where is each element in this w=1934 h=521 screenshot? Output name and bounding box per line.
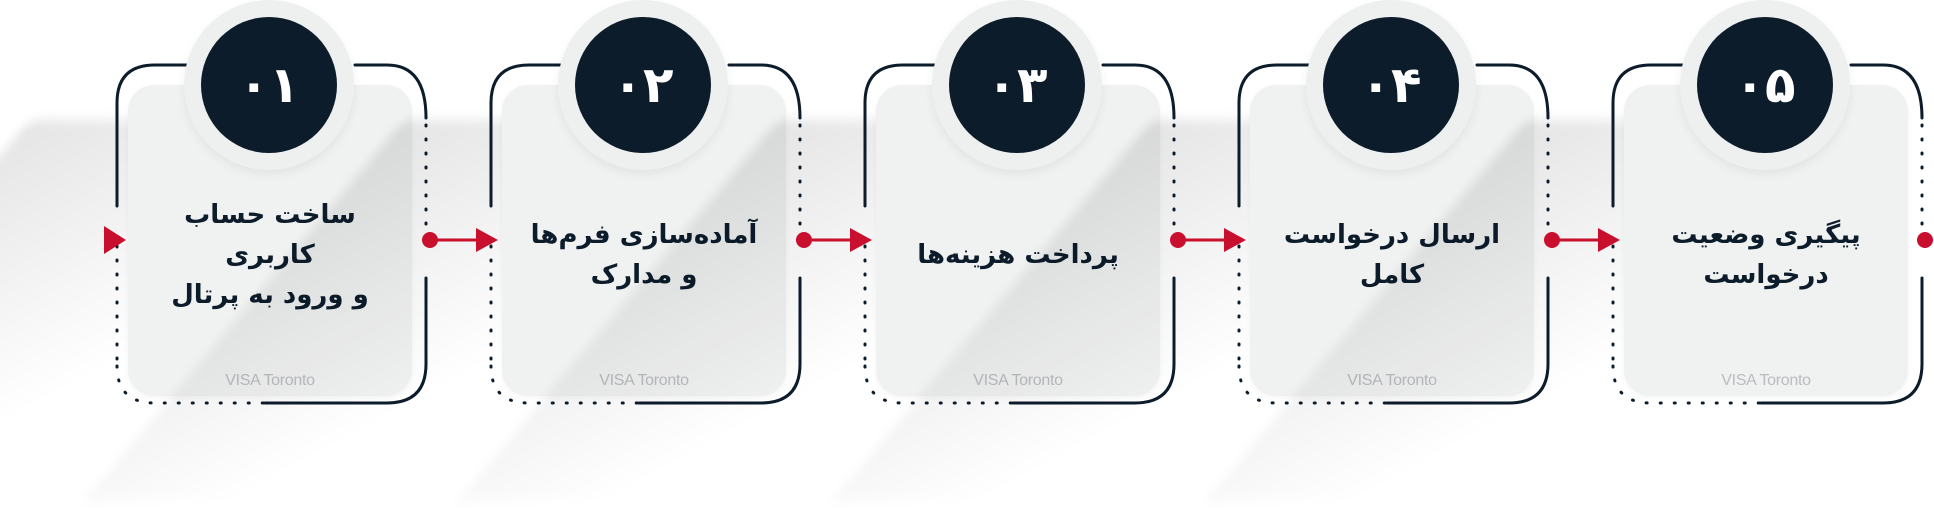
card-frame bbox=[1237, 63, 1550, 405]
step-title: آماده‌سازی فرم‌ها و مدارک bbox=[530, 220, 758, 290]
dot-icon bbox=[1917, 232, 1933, 248]
watermark-logo: VISA Toronto bbox=[1250, 372, 1534, 390]
watermark-logo: VISA Toronto bbox=[128, 372, 412, 390]
right-arrow-icon bbox=[422, 228, 498, 252]
step-card-4: ۰۴ ارسال درخواست کامل VISA Toronto bbox=[833, 0, 1562, 521]
right-arrow-icon bbox=[796, 228, 872, 252]
step-number-ring: ۰۱ bbox=[184, 0, 354, 170]
watermark-logo: VISA Toronto bbox=[876, 372, 1160, 390]
step-title: ساخت حساب کاربری و ورود به پرتال bbox=[171, 200, 369, 310]
step-card-5: ۰۵ پیگیری وضعیت درخواست VISA Toronto bbox=[1207, 0, 1934, 521]
step-number-ring: ۰۳ bbox=[932, 0, 1102, 170]
card-frame bbox=[115, 63, 428, 405]
right-arrow-icon bbox=[1544, 228, 1620, 252]
step-number-badge: ۰۵ bbox=[1697, 17, 1833, 153]
card-frame bbox=[863, 63, 1176, 405]
step-card-2: ۰۲ آماده‌سازی فرم‌ها و مدارک VISA Toront… bbox=[85, 0, 814, 521]
step-number-ring: ۰۴ bbox=[1306, 0, 1476, 170]
triangle-pointer-icon bbox=[104, 226, 126, 254]
step-number-ring: ۰۵ bbox=[1680, 0, 1850, 170]
watermark-logo: VISA Toronto bbox=[1721, 372, 1811, 389]
step-number-badge: ۰۱ bbox=[201, 17, 337, 153]
step-card-1: ۰۱ ساخت حساب کاربری و ورود به پرتال VISA… bbox=[0, 0, 440, 521]
watermark-logo: VISA Toronto bbox=[502, 372, 786, 390]
step-number-badge: ۰۳ bbox=[949, 17, 1085, 153]
step-number-badge: ۰۴ bbox=[1323, 17, 1459, 153]
right-arrow-icon bbox=[1170, 228, 1246, 252]
card-frame bbox=[1611, 63, 1924, 405]
step-title: پرداخت هزینه‌ها bbox=[917, 240, 1119, 270]
card-frame bbox=[489, 63, 802, 405]
step-number-badge: ۰۲ bbox=[575, 17, 711, 153]
step-number-ring: ۰۲ bbox=[558, 0, 728, 170]
step-title: ارسال درخواست کامل bbox=[1283, 220, 1500, 290]
step-title: پیگیری وضعیت درخواست bbox=[1671, 220, 1861, 290]
step-card-3: ۰۳ پرداخت هزینه‌ها VISA Toronto bbox=[459, 0, 1188, 521]
